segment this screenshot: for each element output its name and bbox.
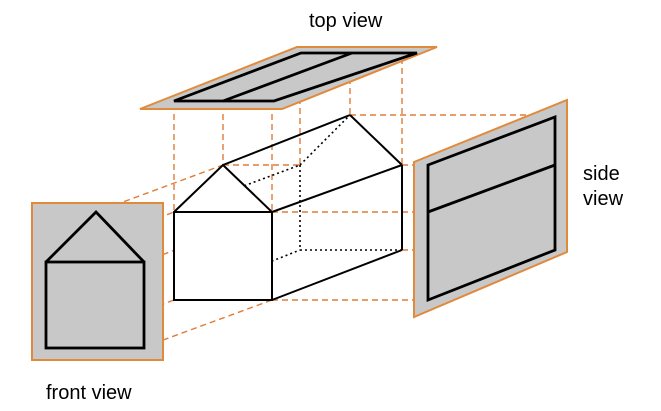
- side-view-wall-outline: [426, 114, 557, 303]
- visible-edge: [271, 249, 403, 301]
- front-view-roof-outline: [45, 209, 146, 263]
- projection-line: [143, 299, 273, 348]
- visible-edge: [222, 114, 351, 166]
- side-view-label-line2: view: [583, 188, 624, 210]
- visible-edge: [271, 164, 403, 213]
- house-3d: [173, 114, 403, 301]
- hidden-edge: [299, 114, 351, 166]
- front-view-wall-outline: [44, 260, 146, 350]
- front-view-panel: [31, 202, 164, 361]
- side-view-eave-line: [427, 163, 556, 214]
- top-view-ridge-line: [222, 51, 353, 103]
- house-visible-edges: [174, 114, 403, 301]
- top-view-panel: [139, 46, 438, 110]
- house-front-face: [173, 163, 273, 301]
- side-view-panel: [413, 98, 568, 319]
- front-view-plane: [31, 202, 164, 361]
- visible-edge: [349, 114, 403, 166]
- front-view-label: front view: [46, 382, 132, 404]
- top-view-label: top view: [309, 10, 383, 32]
- side-view-plane: [413, 98, 568, 319]
- top-view-roof-outline: [173, 51, 418, 103]
- house-hidden-edges: [173, 114, 402, 301]
- side-view-label-line1: side: [583, 163, 620, 185]
